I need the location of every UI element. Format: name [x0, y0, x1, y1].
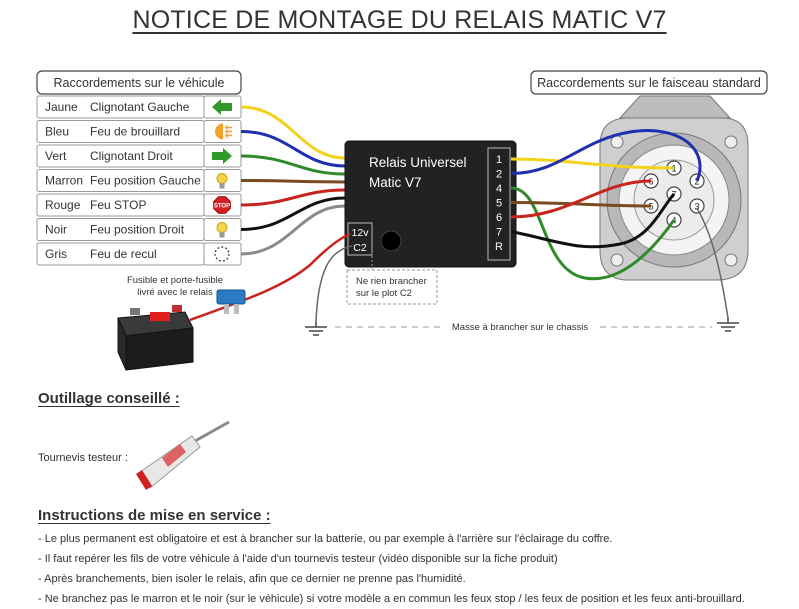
ground-symbol-right [717, 318, 739, 332]
wire-function: Feu de recul [90, 247, 157, 261]
power-wire [189, 232, 351, 322]
right-arrow-icon [212, 148, 232, 164]
harness-header: Raccordements sur le faisceau standard [537, 76, 761, 90]
socket-pin-label: 2 [694, 177, 699, 187]
relay-pin-label: R [495, 241, 503, 253]
wire-color-name: Gris [45, 247, 67, 261]
relay-name-line1: Relais Universel [369, 155, 467, 170]
socket-pin-label: 3 [694, 202, 699, 212]
vehicle-wire [240, 130, 346, 168]
wire-color-name: Marron [45, 174, 83, 188]
socket-pin: 3 [689, 198, 705, 214]
vehicle-header: Raccordements sur le véhicule [54, 76, 225, 90]
harness-wire [510, 157, 675, 170]
wire-function: Feu position Gauche [90, 174, 201, 188]
relay-power-block [347, 222, 373, 256]
vehicle-wire [240, 105, 346, 160]
relay-power-label: 12v [352, 227, 370, 239]
vehicle-wire [240, 188, 346, 207]
relay-pin-label: 2 [496, 169, 502, 181]
instruction-item: - Il faut repérer les fils de votre véhi… [38, 553, 558, 565]
harness-wire [510, 193, 676, 249]
wire-function: Feu STOP [90, 198, 146, 212]
relay-pin-label: 1 [496, 154, 502, 166]
harness-header-box [530, 70, 768, 95]
relay-led [380, 230, 402, 252]
wire-color-name: Jaune [45, 100, 78, 114]
relay-c2-label: C2 [353, 242, 367, 254]
relay-pin-label: 6 [496, 212, 502, 224]
wire-row: Jaune Clignotant Gauche [36, 95, 242, 119]
instruction-item: - Après branchements, bien isoler le rel… [38, 573, 466, 585]
wire-function: Clignotant Gauche [90, 100, 190, 114]
note-box [346, 269, 438, 305]
fuse-label-line2: livré avec le relais [137, 287, 213, 298]
wire-color-name: Bleu [45, 125, 69, 139]
stop-icon-text: STOP [214, 204, 230, 210]
vehicle-wires [240, 105, 346, 256]
wire-row: Marron Feu position Gauche [36, 169, 242, 192]
bulb-icon [216, 222, 228, 238]
relay-box: Relais Universel Matic V7 1 2 4 5 6 7R 12v C2 [344, 140, 517, 268]
vehicle-wire [240, 179, 346, 184]
wiring-diagram: Raccordements sur le véhicule Raccordeme… [36, 70, 768, 490]
wire-row: Gris Feu de recul [36, 242, 242, 266]
ground-label: Masse à brancher sur le chassis [452, 322, 588, 333]
harness-wires [510, 129, 702, 281]
tool-label: Tournevis testeur : [38, 452, 128, 464]
vehicle-wire [240, 204, 346, 256]
harness-wire [510, 179, 652, 219]
wire-function: Feu de brouillard [90, 125, 180, 139]
relay-pin-label: 4 [496, 183, 502, 195]
fuse-icon [216, 289, 246, 314]
note-line1: Ne rien brancher [356, 276, 427, 287]
vehicle-wire [240, 196, 346, 231]
relay-pins: 1 2 4 5 6 7R [495, 154, 503, 253]
harness-wire [510, 201, 652, 208]
fog-light-icon [215, 123, 232, 140]
wire-color-name: Vert [45, 149, 67, 163]
wire-row: Vert Clignotant Droit [36, 144, 242, 168]
relay-ground-wire [315, 245, 353, 323]
instruction-item: - Le plus permanent est obligatoire et e… [38, 533, 613, 545]
ground-symbol-left [305, 322, 327, 336]
wire-function: Clignotant Droit [90, 149, 173, 163]
page-title: NOTICE DE MONTAGE DU RELAIS MATIC V7 [132, 6, 667, 34]
tools-header: Outillage conseillé : [38, 390, 180, 407]
relay-pin-block [487, 147, 511, 261]
wire-row: Rouge Feu STOP STOP [36, 193, 242, 217]
relay-pin-label: 7 [496, 227, 502, 239]
instructions-header: Instructions de mise en service : [38, 507, 271, 524]
wire-function: Feu position Droit [90, 223, 185, 237]
stop-icon: STOP [213, 196, 231, 214]
relay-name-line2: Matic V7 [369, 175, 422, 190]
left-arrow-icon [212, 99, 232, 115]
wire-color-name: Noir [45, 223, 67, 237]
battery-icon [117, 305, 194, 371]
reverse-light-icon [214, 246, 230, 262]
instruction-item: - Ne branchez pas le marron et le noir (… [38, 593, 745, 605]
instructions-list: - Le plus permanent est obligatoire et e… [38, 529, 798, 609]
bulb-icon [216, 173, 228, 189]
vehicle-header-box [36, 70, 242, 95]
wire-row: Bleu Feu de brouillard [36, 120, 242, 143]
wire-row: Noir Feu position Droit [36, 218, 242, 241]
harness-wire [510, 186, 676, 281]
fuse-label-line1: Fusible et porte-fusible [127, 275, 223, 286]
wire-color-name: Rouge [45, 198, 81, 212]
socket-ground-wire [696, 207, 729, 319]
screwdriver-tester-icon [136, 420, 230, 490]
relay-pin-label: 5 [496, 198, 502, 210]
note-line2: sur le plot C2 [356, 288, 412, 299]
harness-wire [510, 129, 702, 182]
vehicle-wire [240, 154, 346, 176]
